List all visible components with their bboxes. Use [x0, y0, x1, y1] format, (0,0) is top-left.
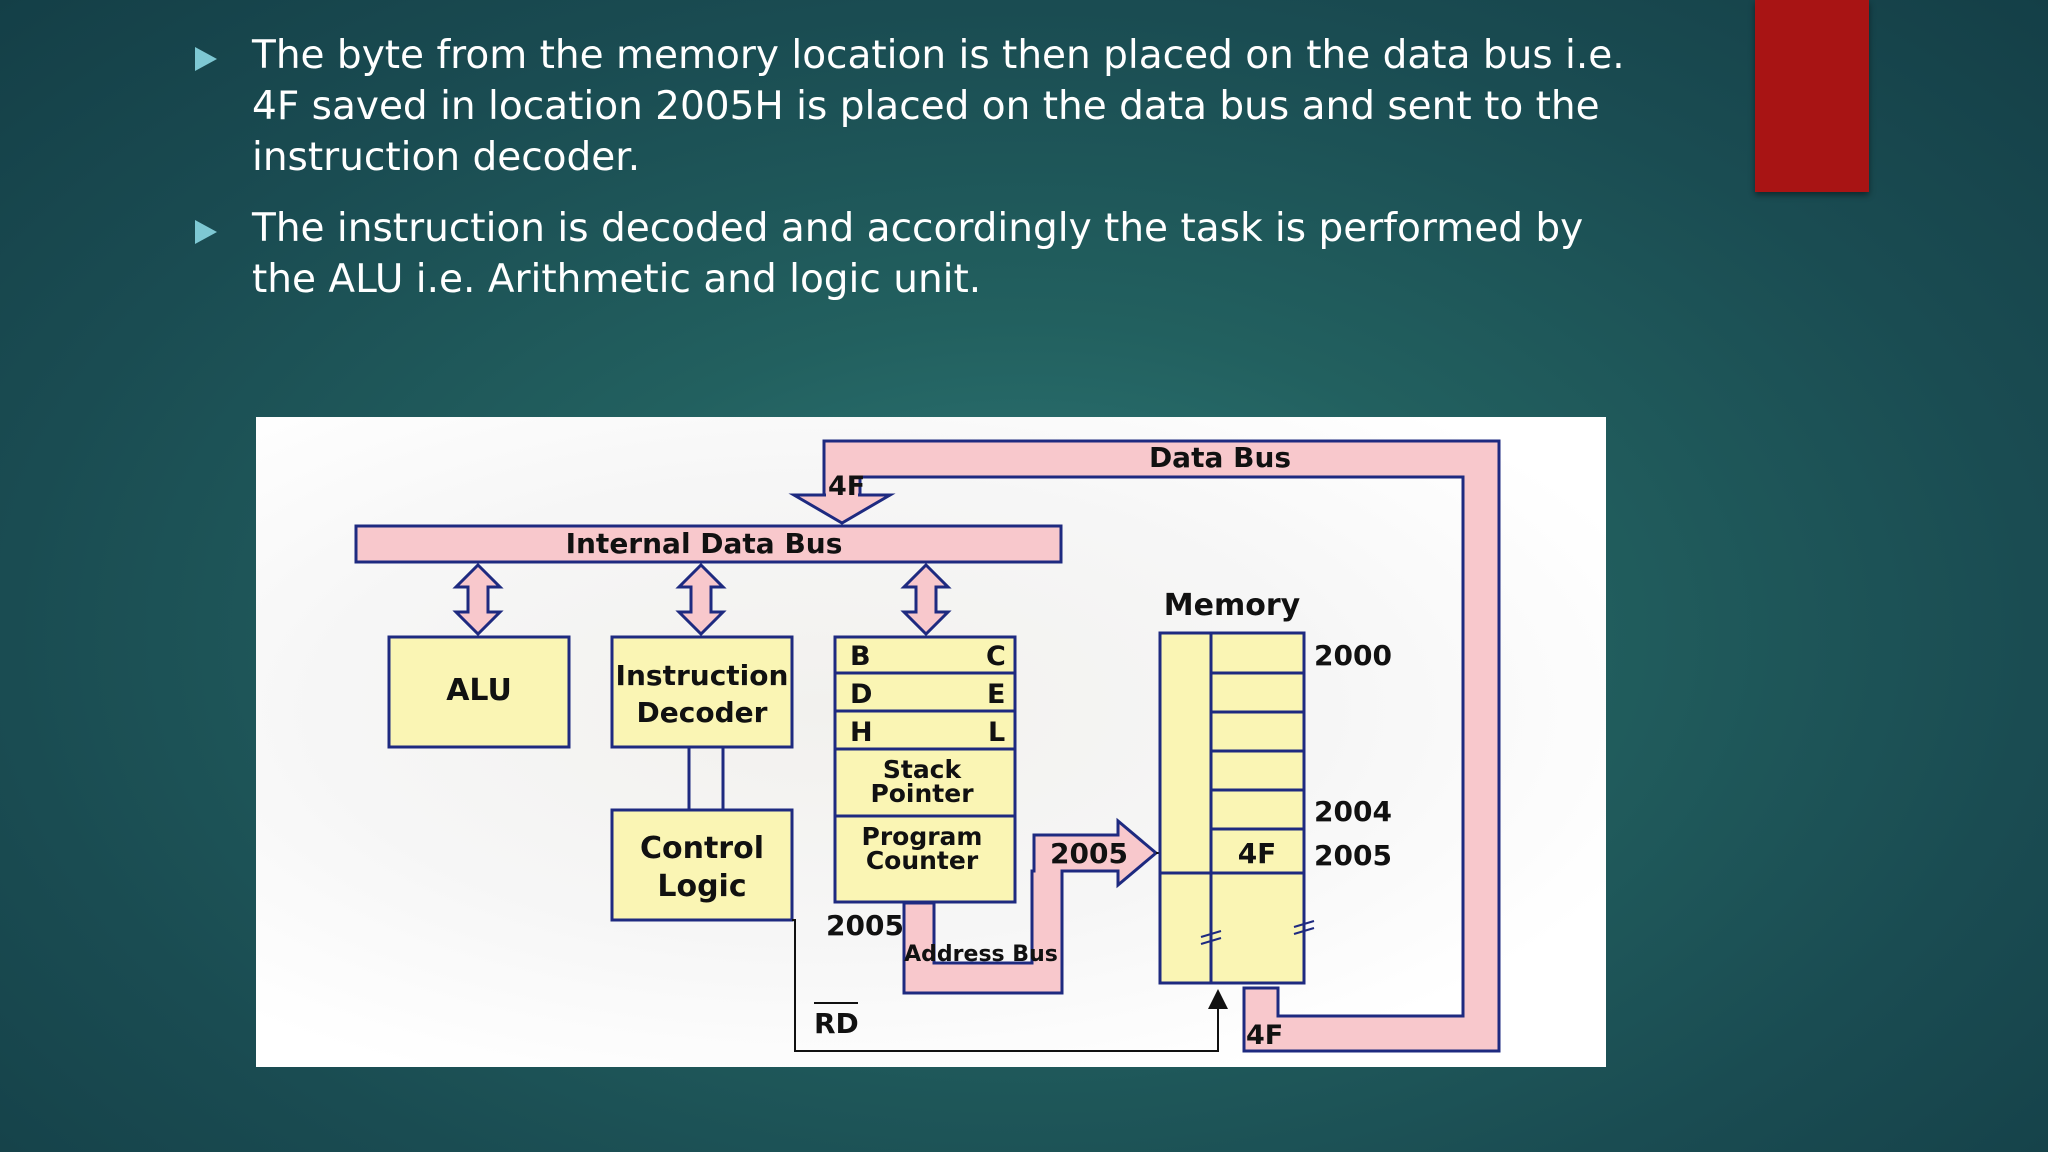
- bullet-text: The byte from the memory location is the…: [252, 33, 1625, 180]
- memory-break-mark: [1293, 920, 1315, 928]
- register-d: D: [850, 679, 872, 710]
- pc-value: 2005: [826, 909, 904, 942]
- data-bus-label: Data Bus: [1149, 441, 1291, 474]
- bullet-item: The byte from the memory location is the…: [195, 30, 1645, 183]
- register-e: E: [987, 679, 1005, 710]
- bullet-text: The instruction is decoded and according…: [252, 206, 1584, 302]
- diagram-svg: Data Bus 4F Internal Data Bus ALU Instru…: [354, 439, 1501, 1053]
- memory-label: Memory: [1164, 588, 1301, 623]
- instruction-decoder-label-1: Instruction: [616, 659, 789, 692]
- stack-pointer-label-1: Stack: [883, 755, 963, 784]
- stack-pointer-label-2: Pointer: [870, 779, 974, 808]
- rd-signal-label: RD: [814, 1007, 859, 1040]
- decoder-bus-double-arrow: [675, 562, 727, 637]
- bullet-arrow-icon: [195, 220, 217, 244]
- bullet-list: The byte from the memory location is the…: [195, 30, 1645, 325]
- rd-signal-line: [792, 919, 1228, 1052]
- alu-label: ALU: [446, 673, 512, 708]
- memory-cell-value: 4F: [1238, 837, 1277, 870]
- register-c: C: [986, 641, 1006, 672]
- address-bus-label: Address Bus: [904, 942, 1058, 967]
- alu-bus-double-arrow: [452, 562, 504, 637]
- instruction-decoder-block: [610, 635, 794, 749]
- bullet-arrow-icon: [195, 47, 217, 71]
- register-b: B: [850, 641, 871, 672]
- cpu-memory-diagram: Data Bus 4F Internal Data Bus ALU Instru…: [256, 417, 1606, 1067]
- register-l: L: [988, 717, 1005, 748]
- accent-tab: [1755, 0, 1869, 192]
- bullet-item: The instruction is decoded and according…: [195, 203, 1645, 305]
- memory-break-mark: [1200, 930, 1222, 938]
- memory-break-mark: [1200, 937, 1222, 945]
- memory-break-mark: [1293, 927, 1315, 935]
- control-logic-label-1: Control: [640, 831, 764, 866]
- memory-address-2005: 2005: [1314, 839, 1392, 872]
- register-h: H: [850, 717, 873, 748]
- bus-value-bottom: 4F: [1246, 1020, 1283, 1051]
- alu-block: [387, 635, 571, 749]
- address-bus-fill: [902, 817, 1159, 995]
- instruction-decoder-label-2: Decoder: [637, 696, 768, 729]
- program-counter-label-1: Program: [862, 822, 983, 851]
- memory-address-2004: 2004: [1314, 795, 1392, 828]
- memory-address-2000: 2000: [1314, 639, 1392, 672]
- program-counter-label-2: Counter: [866, 846, 979, 875]
- control-logic-label-2: Logic: [657, 869, 746, 904]
- bus-value-top: 4F: [828, 471, 865, 502]
- internal-data-bus: [354, 524, 1063, 564]
- address-value: 2005: [1050, 837, 1128, 870]
- registers-bus-double-arrow: [900, 562, 952, 637]
- control-logic-block: [610, 808, 794, 922]
- data-bus-path: [822, 439, 1501, 1053]
- internal-data-bus-label: Internal Data Bus: [566, 527, 843, 560]
- memory-block: [1158, 631, 1306, 985]
